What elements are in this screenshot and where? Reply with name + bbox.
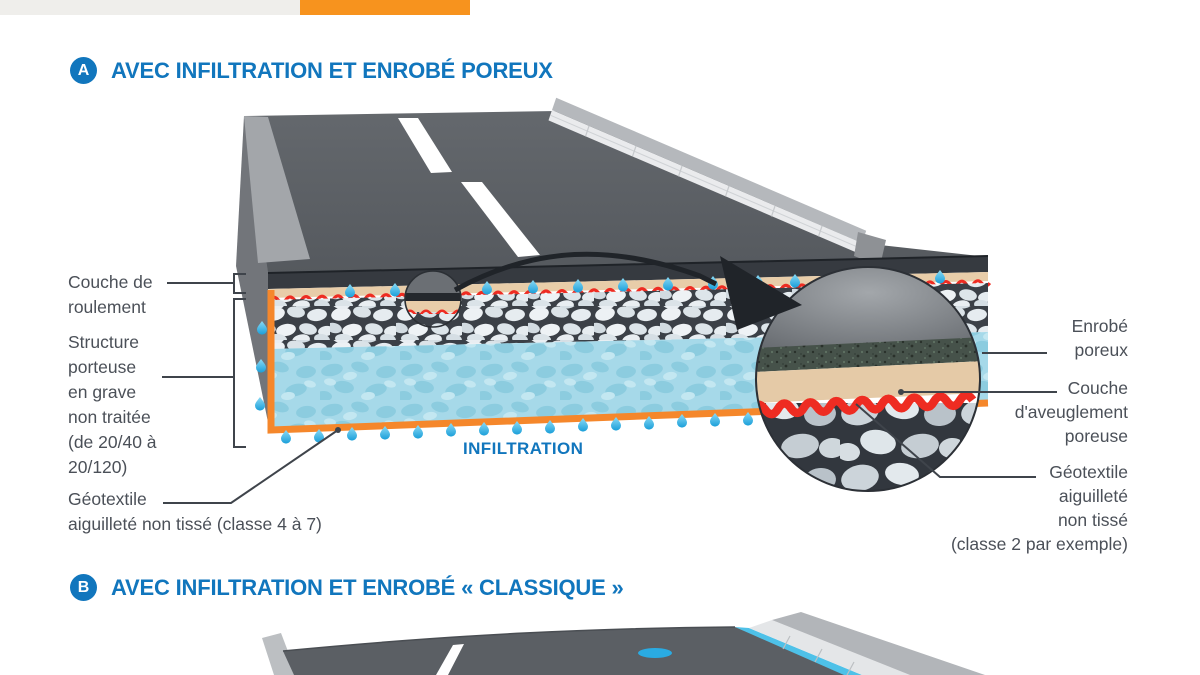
right-curb — [548, 97, 886, 266]
leader-lines — [162, 273, 1057, 504]
label-structure-porteuse: Structure porteuse en grave non traitée … — [68, 332, 157, 477]
road-b-surface — [283, 627, 852, 675]
section-a-title: AVEC INFILTRATION ET ENROBÉ POREUX — [111, 57, 553, 83]
mag-layer-enrobe-poreux — [756, 337, 980, 372]
bracket-structure — [233, 298, 246, 448]
section-a-badge-icon: A — [70, 57, 97, 84]
left-curb — [244, 116, 310, 263]
road-b-water-puddle — [638, 648, 672, 658]
road-b-left-curb — [262, 633, 297, 675]
label-geotextile-right: Géotextile aiguilleté non tissé (classe … — [950, 462, 1128, 554]
mag-layer-geotextile-red — [756, 391, 977, 419]
road-b-lane-marking — [436, 644, 464, 675]
label-couche-de-roulement: Couche de roulement — [68, 272, 153, 317]
zoom-arrow-icon — [453, 251, 802, 330]
section-b-title: AVEC INFILTRATION ET ENROBÉ « CLASSIQUE … — [111, 574, 624, 600]
label-geotextile-left: Géotextile aiguilleté non tissé (classe … — [68, 489, 322, 534]
top-bar-gray — [0, 0, 300, 15]
road-a — [162, 97, 1057, 504]
label-enrobe-poreux: Enrobé poreux — [1071, 316, 1128, 360]
section-a-header: A AVEC INFILTRATION ET ENROBÉ POREUX — [70, 57, 553, 84]
road-b-water-gutter — [735, 627, 862, 675]
section-b-header: B AVEC INFILTRATION ET ENROBÉ « CLASSIQU… — [70, 574, 624, 601]
section-b-badge-icon: B — [70, 574, 97, 601]
top-bar-accent — [300, 0, 470, 15]
geotextile-orange-border — [267, 290, 989, 434]
road-left-face — [236, 116, 270, 432]
road-b-right-curb — [749, 612, 985, 675]
infiltration-label: INFILTRATION — [463, 439, 584, 458]
road-b — [262, 612, 985, 675]
lane-markings — [398, 118, 540, 257]
detail-spot-circle — [404, 270, 462, 328]
label-couche-aveuglement: Couche d'aveuglement poreuse — [1014, 378, 1128, 446]
